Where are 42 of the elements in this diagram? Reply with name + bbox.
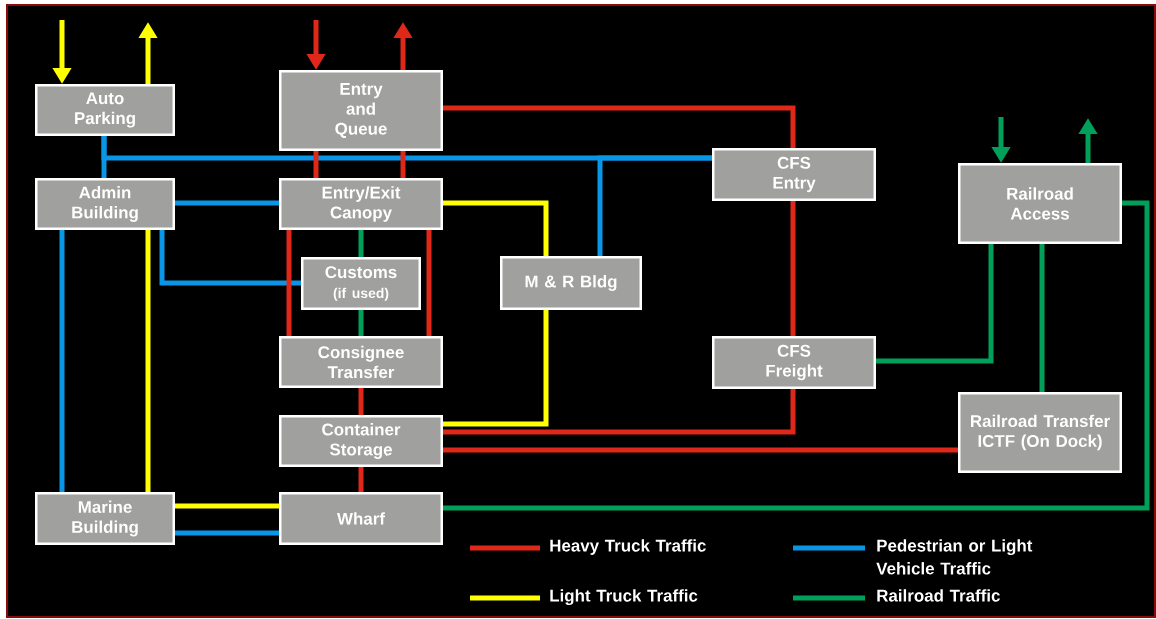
process-box: Container Storage: [279, 415, 443, 467]
connector-line: [443, 200, 549, 256]
connector-line: [358, 388, 364, 415]
connector-line: [175, 503, 279, 509]
legend-label: Railroad Traffic: [877, 589, 1000, 602]
connector-line: [443, 389, 796, 435]
connector-line: [358, 230, 364, 257]
connector-line: [59, 230, 65, 492]
connector-line: [443, 200, 1150, 511]
connector-line: [443, 105, 796, 148]
process-box: Customs (if used): [301, 257, 421, 310]
process-box: Railroad Transfer ICTF (On Dock): [958, 392, 1122, 473]
process-box: CFS Entry: [712, 148, 876, 201]
connector-line: [358, 310, 364, 336]
connector-line: [1039, 244, 1045, 392]
connector-line: [790, 201, 796, 336]
process-box: Consignee Transfer: [279, 336, 443, 388]
process-box: Wharf: [279, 492, 443, 545]
connector-line: [286, 230, 292, 336]
connector-line: [159, 230, 301, 286]
process-box: Railroad Access: [958, 163, 1122, 244]
connector-line: [358, 467, 364, 492]
connector-line: [175, 200, 279, 206]
process-box: Marine Building: [35, 492, 175, 545]
connector-line: [876, 244, 994, 364]
connector-line: [175, 530, 279, 536]
process-box: Auto Parking: [35, 84, 175, 136]
legend-label: Pedestrian or Light Vehicle Traffic: [876, 539, 1033, 575]
connector-line: [443, 447, 958, 453]
connector-line: [400, 151, 406, 178]
connector-line: [313, 151, 319, 178]
process-box: M & R Bldg: [500, 256, 642, 310]
legend-label: Light Truck Traffic: [550, 589, 698, 606]
process-box: Entry/Exit Canopy: [279, 178, 443, 230]
legend-label: Heavy Truck Traffic: [550, 539, 706, 555]
process-box: CFS Freight: [712, 336, 876, 389]
connector-line: [597, 155, 712, 256]
connector-line: [443, 310, 549, 427]
process-box: Entry and Queue: [279, 70, 443, 151]
connector-line: [145, 230, 151, 492]
connector-line: [426, 230, 432, 336]
process-box: Admin Building: [35, 178, 175, 230]
